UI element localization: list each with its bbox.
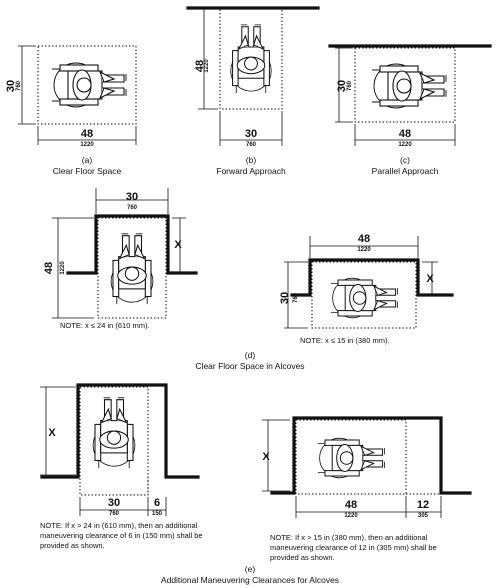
depth-mm: 1220 (60, 261, 66, 275)
clear-floor-rect (354, 47, 456, 123)
extra-mm: 305 (418, 513, 429, 519)
wheelchair-figure (230, 24, 272, 94)
width-mm: 1220 (357, 247, 371, 253)
clear-floor-rect (295, 419, 407, 495)
width-inches: 48 (399, 128, 411, 140)
panel-d-letter: (d) (245, 350, 256, 360)
panel-letter: (a) (82, 155, 93, 165)
width-mm: 760 (246, 142, 257, 148)
panel-c: 48 1220 30 760 (c) Parallel Approach (328, 44, 492, 176)
depth-inches: 30 (5, 80, 17, 92)
panel-b: 30 760 48 1220 (b) Forward Approach (186, 6, 320, 176)
panel-e-caption: Additional Maneuvering Clearances for Al… (161, 575, 339, 585)
alcove-depth-x: X (48, 427, 56, 439)
clear-floor-rect (311, 261, 417, 329)
depth-mm: 760 (347, 80, 353, 91)
panel-e-letter: (e) (245, 564, 256, 574)
note-line-3: provided as shown. (40, 541, 105, 550)
width-mm: 1220 (80, 142, 94, 148)
alcove-depth-x: X (426, 273, 434, 285)
width-inches: 48 (345, 499, 357, 511)
alcove-wall (66, 214, 198, 275)
panel-letter: (c) (400, 155, 410, 165)
alcove-depth-x: X (262, 451, 270, 463)
depth-inches: 48 (43, 262, 55, 274)
panel-d-caption: Clear Floor Space in Alcoves (195, 361, 304, 371)
depth-mm: 760 (293, 292, 299, 303)
wheelchair-figure (110, 233, 154, 305)
width-inches: 30 (126, 191, 138, 203)
panel-a: 48 1220 30 760 (a) Clear Floor Space (5, 45, 137, 176)
wheelchair-figure (52, 63, 126, 107)
panel-caption: Clear Floor Space (53, 166, 122, 176)
clear-floor-rect (37, 45, 137, 125)
panel-caption: Forward Approach (216, 166, 286, 176)
extra-inches: 12 (417, 499, 429, 511)
note-text: NOTE: x ≤ 15 in (380 mm). (300, 336, 390, 345)
wheelchair-figure (318, 438, 385, 478)
width-inches: 30 (245, 128, 257, 140)
alcove-wall (290, 258, 454, 297)
extra-mm: 150 (152, 511, 163, 517)
alcove-wall (40, 383, 200, 479)
note-line-2: maneuvering clearance of 12 in (305 mm) … (270, 543, 437, 552)
width-inches: 48 (81, 128, 93, 140)
note-line-1: NOTE: If x > 24 in (610 mm), then an add… (40, 521, 198, 530)
depth-inches: 30 (279, 292, 291, 304)
width-mm: 760 (109, 511, 120, 517)
clear-floor-rect (219, 8, 283, 110)
extra-inches: 6 (154, 497, 160, 509)
depth-inches: 48 (194, 60, 206, 72)
width-inches: 48 (358, 233, 370, 245)
panel-d-left: 30 760 48 1220 X NOTE: x ≤ 24 in (610 mm… (43, 188, 198, 330)
panel-e-right: X 48 1220 12 305 NOTE: If x > 15 in (380… (262, 416, 472, 562)
wheelchair-figure (92, 397, 136, 469)
alcove-depth-x: X (174, 239, 182, 251)
panel-d-right: 48 1220 30 760 X NOTE: x ≤ 15 in (380 mm… (279, 233, 454, 345)
width-inches: 30 (108, 497, 120, 509)
depth-inches: 30 (336, 80, 348, 92)
width-mm: 1220 (398, 142, 412, 148)
panel-letter: (b) (246, 155, 257, 165)
panel-e-left: X 30 760 6 150 NOTE: If x > 24 in (610 m… (40, 383, 203, 550)
width-mm: 1220 (344, 513, 358, 519)
note-line-3: provided as shown. (270, 553, 335, 562)
alcove-wall (270, 416, 472, 495)
clear-floor-rect (79, 386, 149, 496)
note-line-1: NOTE: If x > 15 in (380 mm), then an add… (270, 533, 428, 542)
panel-caption: Parallel Approach (372, 166, 439, 176)
width-mm: 760 (127, 205, 138, 211)
note-line-2: maneuvering clearance of 6 in (150 mm) s… (40, 531, 203, 540)
wheelchair-figure (331, 278, 398, 318)
note-text: NOTE: x ≤ 24 in (610 mm). (60, 321, 150, 330)
depth-mm: 1220 (204, 59, 210, 73)
wheelchair-figure (372, 64, 446, 108)
depth-mm: 760 (16, 80, 22, 91)
